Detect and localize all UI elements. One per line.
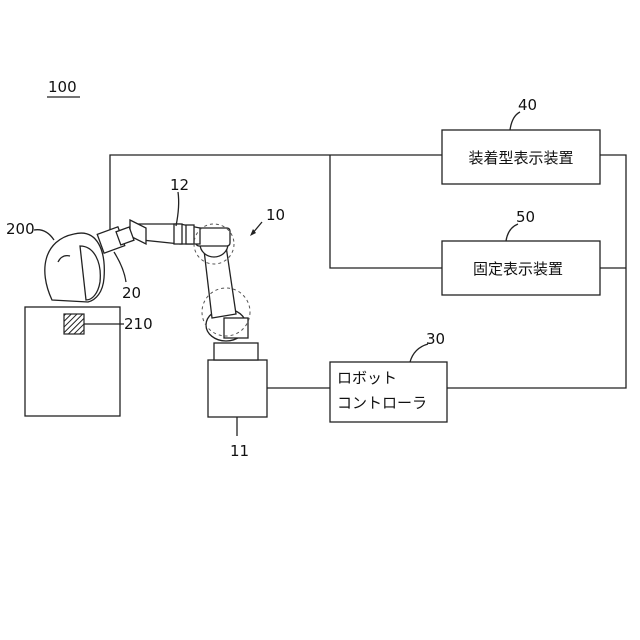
base-ref: 11 bbox=[230, 442, 249, 460]
worn-display-leader bbox=[510, 112, 520, 130]
robot-arm-band-1 bbox=[174, 224, 182, 244]
wire-branch-to-fixed-display bbox=[330, 155, 442, 268]
camera-leader bbox=[114, 252, 126, 282]
robot-shoulder-housing bbox=[224, 318, 248, 338]
controller-ref: 30 bbox=[426, 330, 445, 348]
worn-display-ref: 40 bbox=[518, 96, 537, 114]
figure-label: 100 bbox=[48, 78, 77, 96]
arm-leader bbox=[176, 192, 179, 226]
camera-ref: 20 bbox=[122, 284, 141, 302]
robot-elbow-housing bbox=[196, 228, 230, 246]
user: 200 210 bbox=[6, 220, 153, 416]
arm-ref: 12 bbox=[170, 176, 189, 194]
marker-ref: 210 bbox=[124, 315, 153, 333]
controller-label-line1: ロボット bbox=[337, 369, 397, 387]
robot-controller: ロボット コントローラ 30 bbox=[330, 330, 447, 422]
fixed-display-ref: 50 bbox=[516, 208, 535, 226]
robot-arm-band-2 bbox=[186, 225, 194, 244]
user-ref: 200 bbox=[6, 220, 35, 238]
user-leader bbox=[34, 230, 54, 240]
robot: 12 11 10 bbox=[130, 176, 285, 460]
fixed-display-leader bbox=[506, 224, 518, 241]
controller-label-line2: コントローラ bbox=[337, 394, 427, 412]
worn-display-label: 装着型表示装置 bbox=[468, 149, 573, 167]
fixed-display-device: 固定表示装置 50 bbox=[442, 208, 600, 295]
robot-pedestal bbox=[214, 343, 258, 360]
robot-ref: 10 bbox=[266, 206, 285, 224]
robot-base bbox=[208, 360, 267, 417]
worn-display-device: 装着型表示装置 40 bbox=[442, 96, 600, 184]
fixed-display-label: 固定表示装置 bbox=[473, 260, 563, 278]
marker bbox=[64, 314, 84, 334]
